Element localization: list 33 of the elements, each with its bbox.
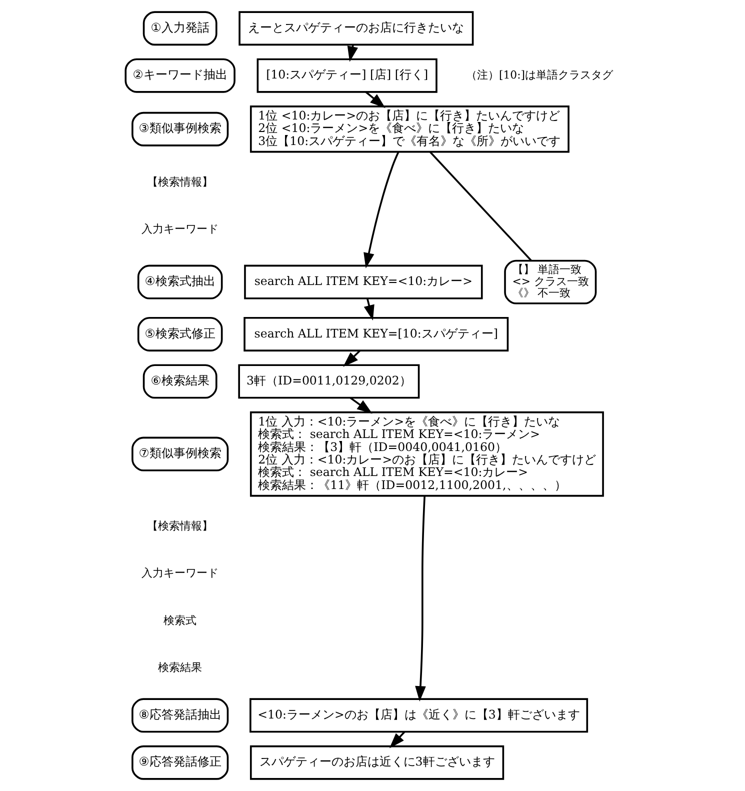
label: 検索式 [164, 614, 197, 627]
label: 検索結果 [158, 661, 202, 674]
node-box: 1位 <10:カレー>のお【店】に【行き】たいんですけど 2位 <10:ラーメン>を《食べ》に【行き】たいな 3位【10:スパゲティー】で《有名》な《所》がいいです [250, 106, 570, 153]
label: 【検索情報】 [147, 175, 214, 188]
node-box: search ALL ITEM KEY=[10:スパゲティー] [244, 317, 509, 352]
label: 入力キーワード [142, 566, 219, 580]
node-box: えーとスパゲティーのお店に行きたいな [238, 11, 474, 46]
node-box: search ALL ITEM KEY=<10:カレー> [244, 264, 483, 300]
arrow [364, 298, 374, 320]
node-box: ③類似事例検索 [132, 112, 229, 146]
node-box: [10:スパゲティー] [店] [行く] [256, 58, 438, 93]
node-box: 【】 単語一致 <> クラス一致 《》 不一致 [504, 260, 597, 304]
label: （注）[10:]は単語クラスタグ [466, 68, 613, 82]
arrow [415, 496, 426, 702]
node-box: スパゲティーのお店は近くに3軒ございます [250, 745, 504, 780]
arrow [365, 91, 386, 108]
node-box: ②キーワード抽出 [124, 58, 236, 93]
node-box: ⑥検索結果 [142, 364, 218, 399]
node-box: <10:ラーメン>のお【店】は《近く》に【3】軒ございます [250, 698, 588, 733]
node-box: ④検索式抽出 [137, 264, 223, 300]
node-box: ⑤検索式修正 [137, 317, 223, 352]
arrow [364, 152, 400, 268]
node-box: ⑦類似事例検索 [132, 436, 229, 472]
label: 【検索情報】 [147, 519, 214, 532]
label: 入力キーワード [142, 222, 219, 236]
node-box: ①入力発話 [142, 11, 218, 46]
node-box: ⑧応答発話抽出 [132, 698, 229, 733]
arrow [350, 397, 372, 414]
node-box: ⑨応答発話修正 [132, 745, 229, 780]
node-box: 3軒（ID=0011,0129,0202） [238, 364, 420, 399]
connector [430, 151, 532, 262]
node-box: 1位 入力：<10:ラーメン>を《食べ》に【行き】たいな 検索式： search ALL ITEM KEY=<10:ラーメン> 検索結果：【3】軒（ID=0040,0041,0160） 2位 入力：<10:カレー>のお【店】に【行き】たいんですけど 検索式： search ALL ITEM KEY=<10:カレー> 検索結果：《11》軒（ID=0012,1100,2001,、、、、） [250, 411, 604, 497]
arrow [343, 350, 361, 367]
